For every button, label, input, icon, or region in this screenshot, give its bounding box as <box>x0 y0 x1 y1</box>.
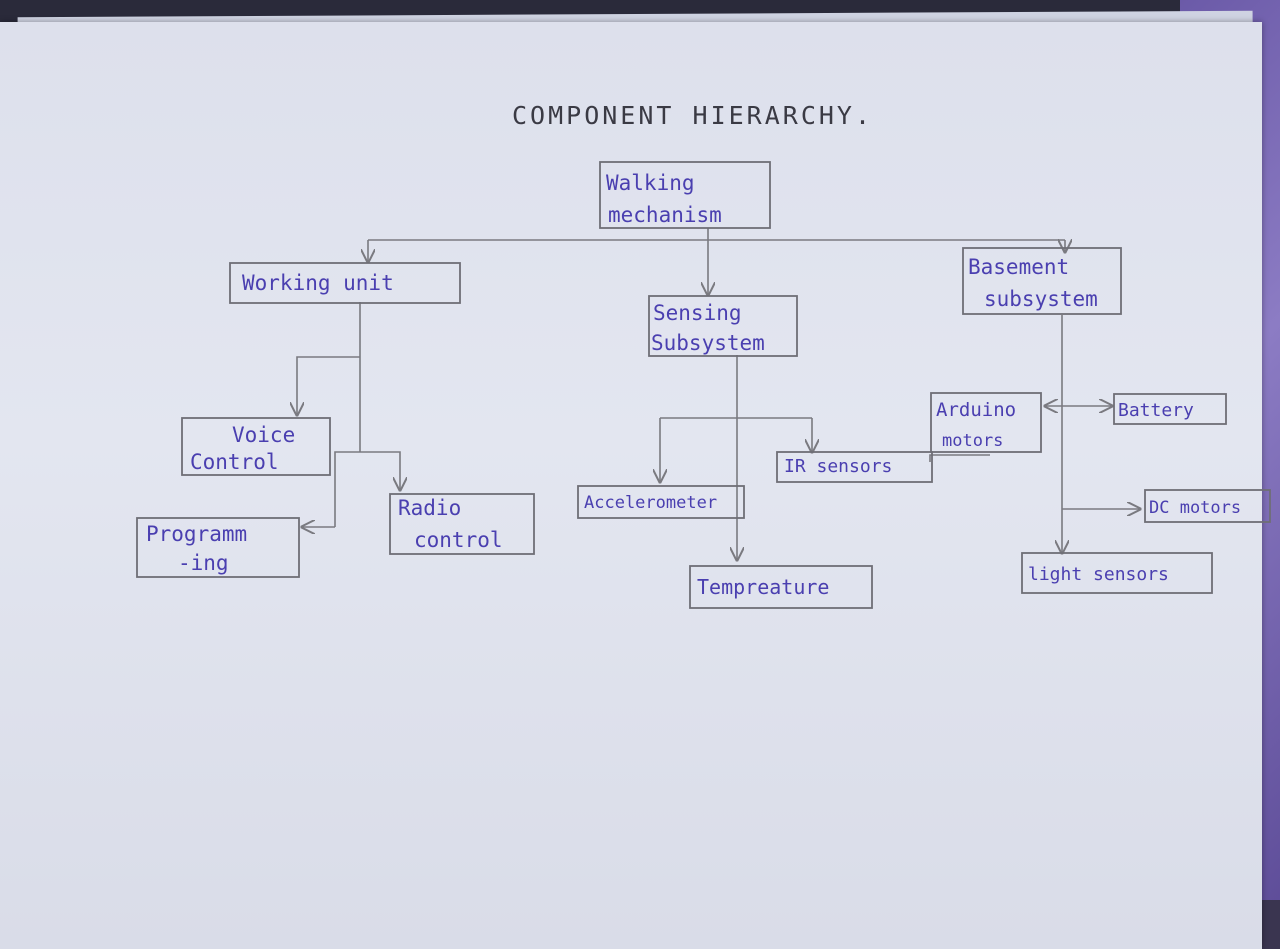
box-radio-control <box>389 493 535 555</box>
node-label-basement-subsystem: subsystem <box>984 287 1098 311</box>
box-ir-sensors <box>776 451 933 483</box>
box-walking-mechanism <box>599 161 771 229</box>
node-sensing-subsystem: Sensing Subsystem <box>651 301 765 355</box>
node-working-unit: Working unit <box>242 271 394 295</box>
node-programming: Programm -ing <box>146 522 247 575</box>
node-battery: Battery <box>1118 400 1194 421</box>
node-light-sensors: light sensors <box>1028 564 1169 585</box>
box-battery <box>1113 393 1227 425</box>
box-basement-subsystem <box>962 247 1122 315</box>
node-label-radio-control: control <box>414 528 503 552</box>
box-sensing-subsystem <box>648 295 798 357</box>
node-label-working-unit: Working unit <box>242 271 394 295</box>
node-walking-mechanism: Walking mechanism <box>606 171 722 227</box>
box-arduino-motors <box>930 392 1042 453</box>
box-temperature <box>689 565 873 609</box>
box-voice-control <box>181 417 331 476</box>
node-dc-motors: DC motors <box>1149 498 1241 518</box>
node-ir-sensors: IR sensors <box>784 456 892 477</box>
node-label-accelerometer: Accelerometer <box>584 493 717 513</box>
box-accelerometer <box>577 485 745 519</box>
node-labels: Walking mechanism Working unit Sensing S… <box>146 171 1241 599</box>
node-label-light-sensors: light sensors <box>1028 564 1169 585</box>
node-voice-control: Voice Control <box>190 423 295 474</box>
node-label-sensing: Sensing <box>653 301 742 325</box>
node-label-programm: Programm <box>146 522 247 546</box>
node-label-temperature: Tempreature <box>697 575 829 599</box>
connectors <box>297 228 1140 560</box>
node-label-voice: Voice <box>232 423 295 447</box>
node-label-arduino: Arduino <box>936 399 1016 421</box>
node-temperature: Tempreature <box>697 575 829 599</box>
node-label-ir-sensors: IR sensors <box>784 456 892 477</box>
node-label-control: Control <box>190 450 279 474</box>
node-label-battery: Battery <box>1118 400 1194 421</box>
connector-to-radio <box>360 451 400 490</box>
node-label-radio: Radio <box>398 496 461 520</box>
node-basement-subsystem: Basement subsystem <box>968 255 1098 311</box>
node-radio-control: Radio control <box>398 496 503 552</box>
box-programming <box>136 517 300 578</box>
connector-ir-arduino <box>929 454 990 462</box>
node-label-mechanism: mechanism <box>608 203 722 227</box>
node-label-sensing-subsystem: Subsystem <box>651 331 765 355</box>
node-arduino-motors: Arduino motors <box>936 399 1016 451</box>
node-label-dc-motors: DC motors <box>1149 498 1241 518</box>
box-dc-motors <box>1144 489 1271 523</box>
node-label-basement: Basement <box>968 255 1069 279</box>
connector-to-voice <box>297 356 360 415</box>
node-accelerometer: Accelerometer <box>584 493 717 513</box>
node-boxes <box>136 161 1271 609</box>
node-label-motors: motors <box>942 431 1003 451</box>
diagram-title: COMPONENT HIERARCHY. <box>512 101 873 130</box>
connector-working-split <box>334 451 360 527</box>
box-working-unit <box>229 262 461 304</box>
node-label-walking: Walking <box>606 171 695 195</box>
node-label-ing: -ing <box>178 551 229 575</box>
box-light-sensors <box>1021 552 1213 594</box>
